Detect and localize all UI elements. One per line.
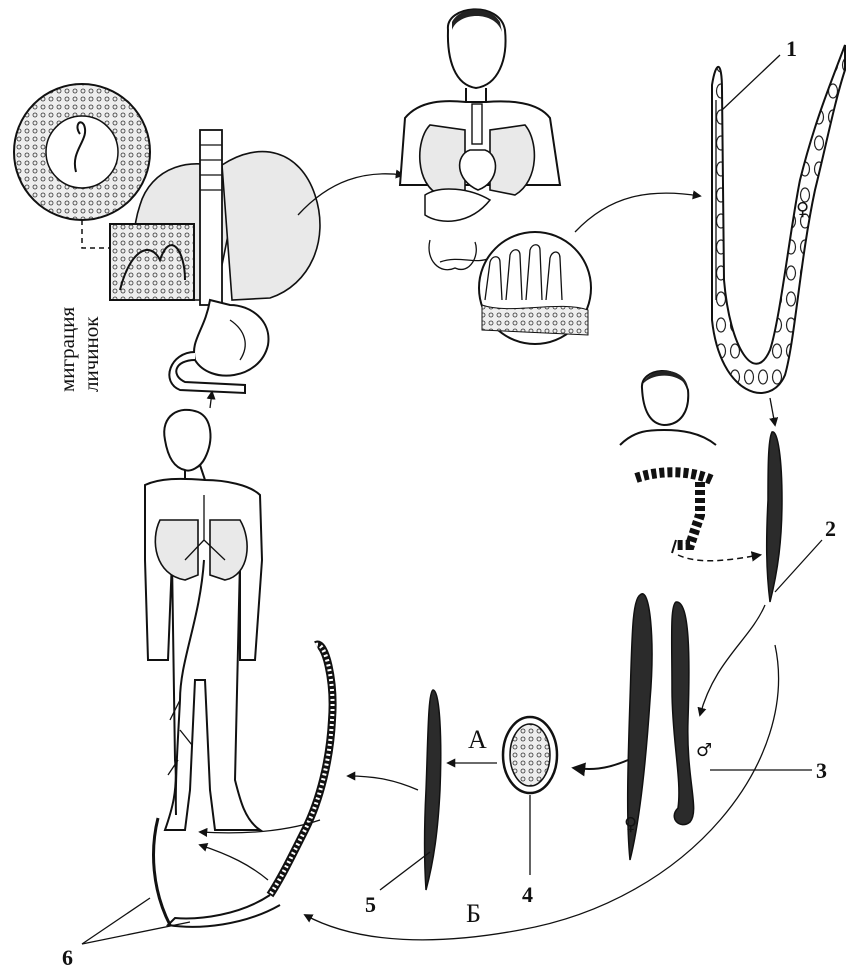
migration-label-line1: миграция bbox=[55, 307, 79, 392]
label-5: 5 bbox=[365, 892, 376, 917]
label-6: 6 bbox=[62, 945, 73, 970]
label-4: 4 bbox=[522, 882, 533, 907]
label-1: 1 bbox=[786, 36, 797, 61]
male-worm-3 bbox=[672, 602, 694, 825]
human-figure-migration bbox=[145, 410, 262, 830]
larva-5 bbox=[425, 690, 441, 890]
worm-2 bbox=[767, 432, 782, 602]
larva-6-lower bbox=[168, 895, 280, 927]
lung-zoom-box bbox=[110, 224, 194, 300]
label-2: 2 bbox=[825, 516, 836, 541]
egg-4 bbox=[503, 717, 557, 793]
label-A: А bbox=[468, 725, 487, 754]
female-symbol-1: ♀ bbox=[796, 199, 809, 220]
curve-path-B bbox=[305, 645, 779, 940]
arrow-human-to-adults bbox=[575, 193, 700, 232]
female-symbol-3: ♀ bbox=[624, 814, 637, 835]
label-B: Б bbox=[466, 899, 481, 928]
child-figure bbox=[620, 371, 716, 553]
male-symbol-3: ♂ bbox=[696, 740, 712, 761]
adult-worm-female bbox=[712, 45, 845, 393]
dashed-arrow-child-to-worm bbox=[678, 555, 760, 561]
larva-6-upper bbox=[270, 645, 333, 895]
stomach bbox=[194, 300, 268, 376]
adult-human-torso bbox=[400, 9, 560, 269]
migration-label-line2: личинок bbox=[79, 316, 103, 392]
label-3: 3 bbox=[816, 758, 827, 783]
